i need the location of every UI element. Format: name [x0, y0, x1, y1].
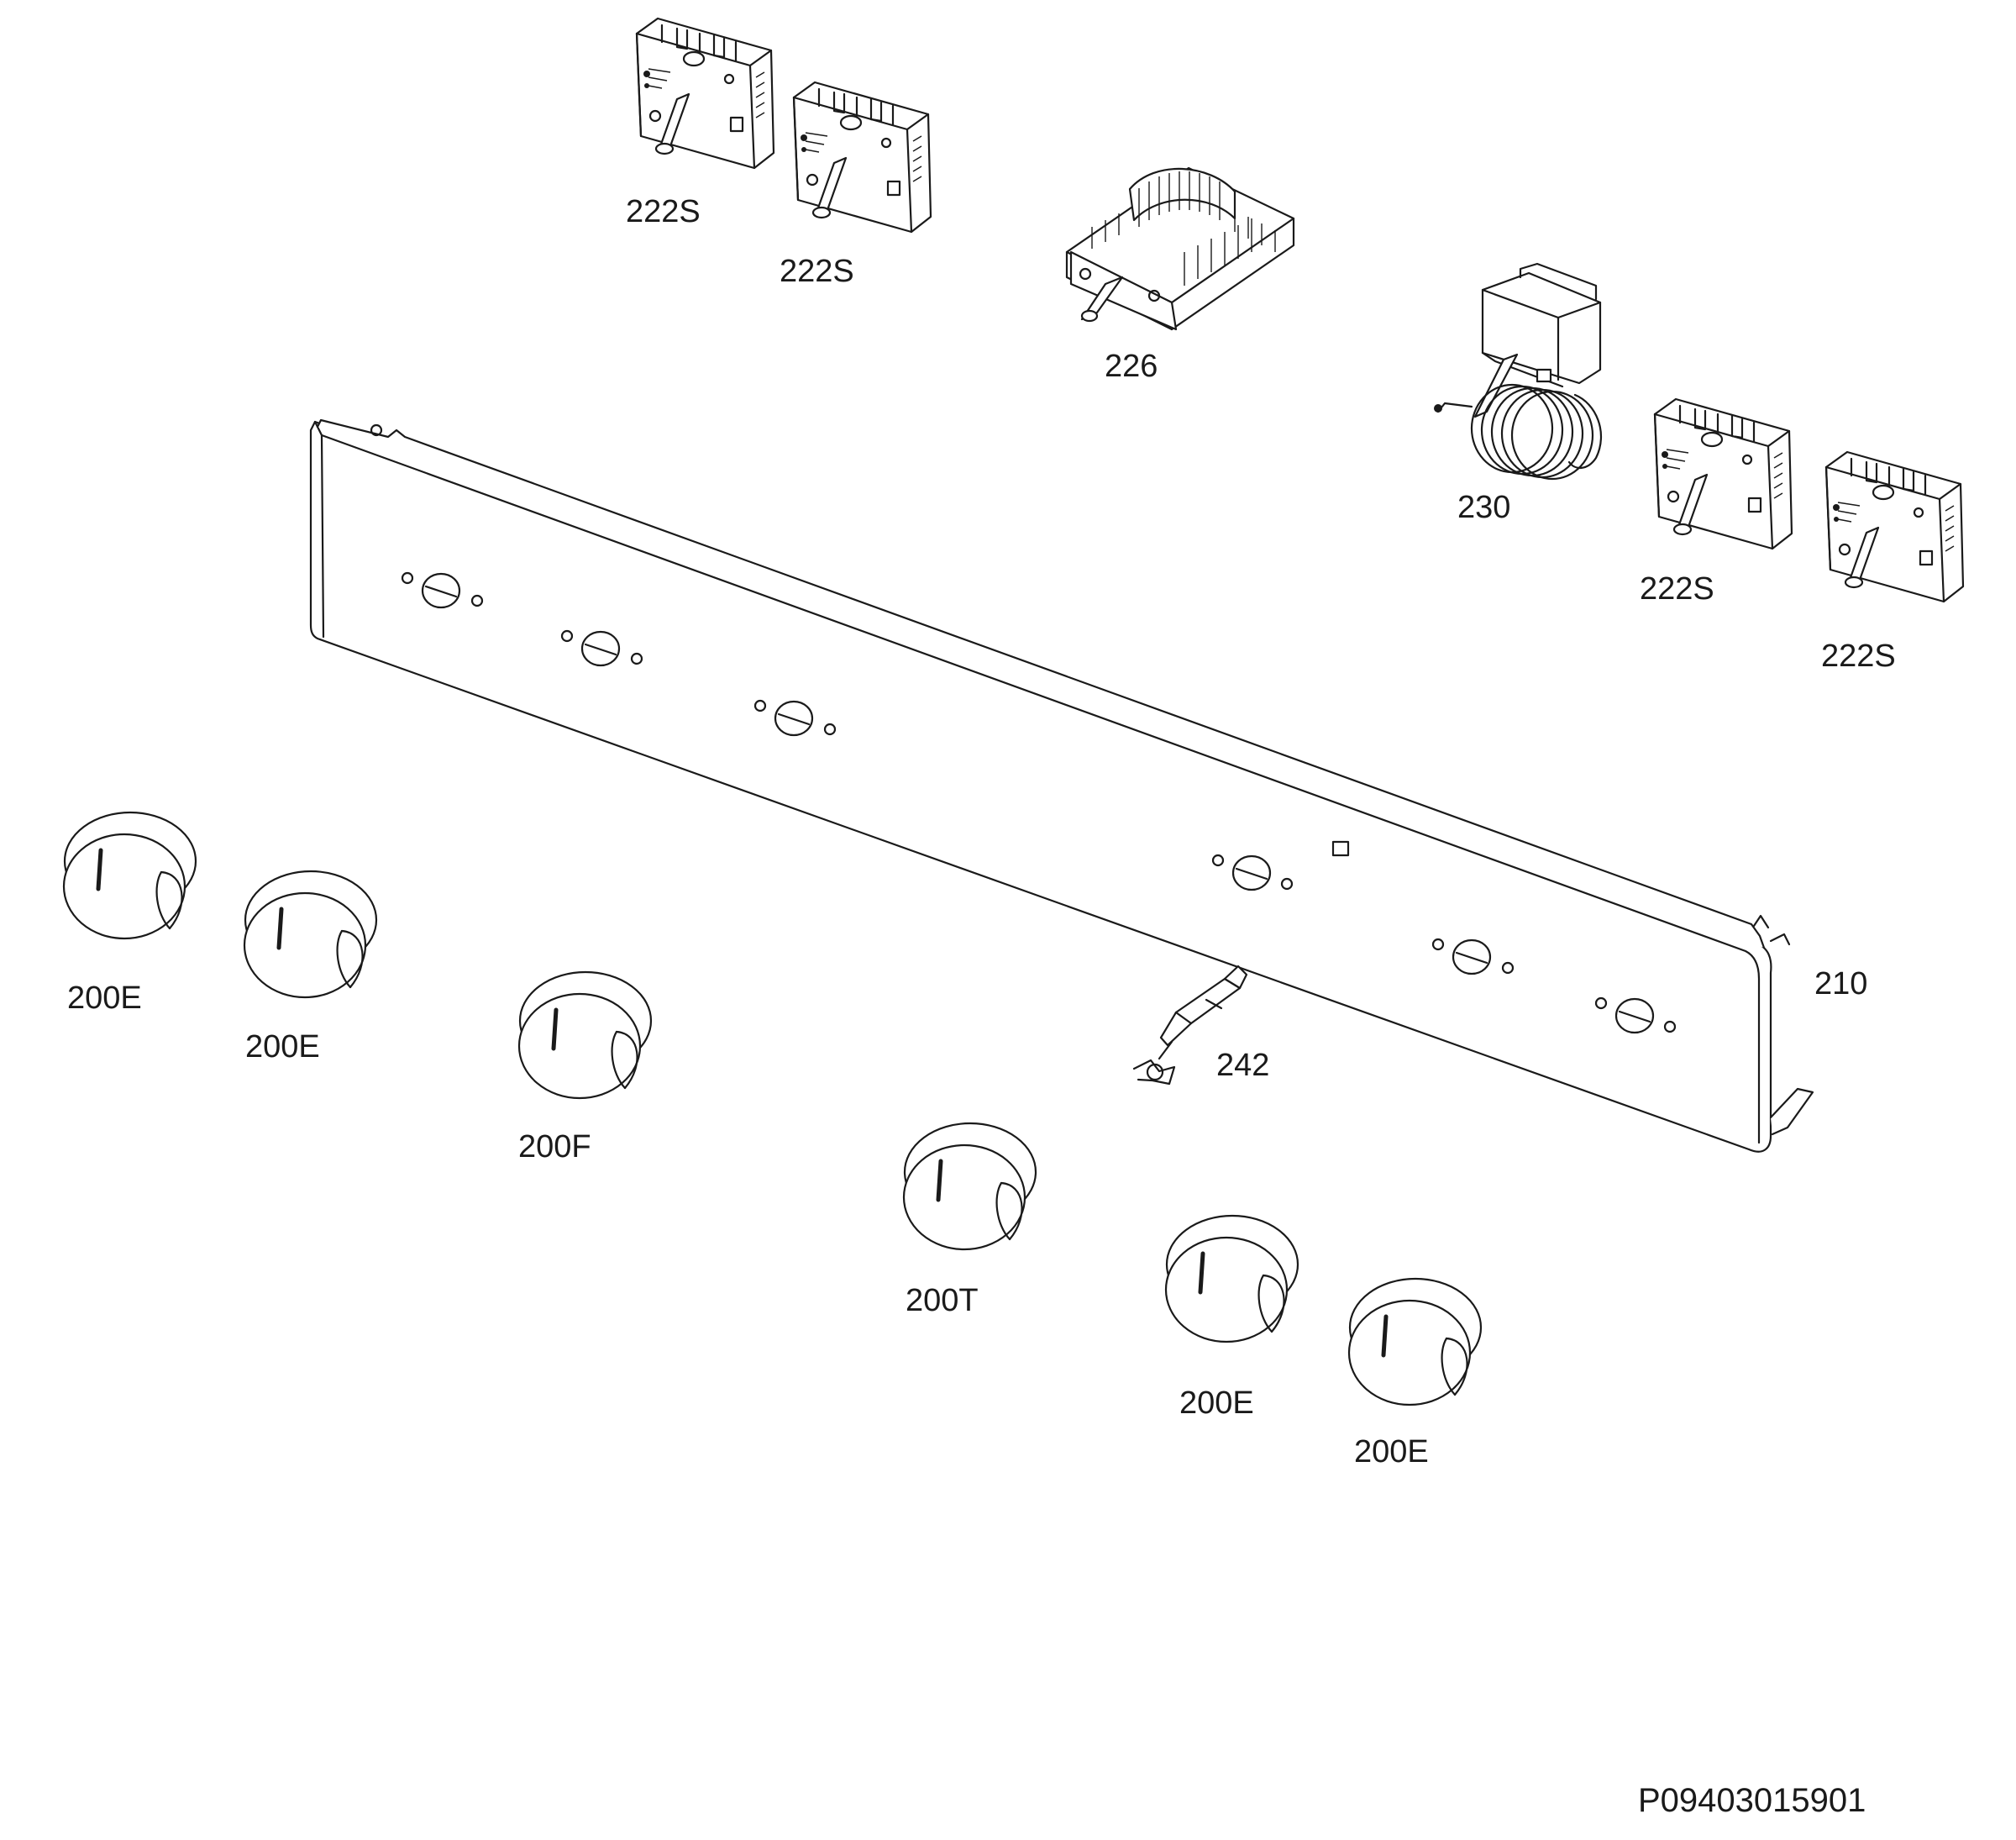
control-knob-2 [244, 871, 376, 997]
label-knob-2: 200E [245, 1029, 320, 1065]
label-knob-3: 200F [518, 1129, 591, 1164]
label-switch-1: 222S [626, 194, 701, 229]
control-knob-3 [519, 972, 651, 1098]
label-thermostat: 230 [1457, 490, 1510, 525]
panel-hole-4 [1211, 854, 1294, 891]
panel-lamp-window [1331, 840, 1350, 857]
label-switch-3: 222S [1640, 571, 1714, 607]
energy-regulator-switch-4 [1824, 450, 1965, 603]
selector-switch [1065, 166, 1295, 331]
label-panel: 210 [1814, 966, 1867, 1001]
label-knob-6: 200E [1354, 1434, 1429, 1469]
label-switch-4: 222S [1821, 639, 1896, 674]
energy-regulator-switch-2 [792, 81, 932, 234]
label-selector: 226 [1105, 349, 1158, 384]
control-panel [309, 418, 1814, 1153]
panel-hole-1 [401, 571, 484, 609]
control-knob-4 [904, 1123, 1036, 1249]
label-lamp: 242 [1216, 1048, 1269, 1083]
signal-lamp [1132, 965, 1248, 1086]
panel-hole-6 [1594, 996, 1677, 1034]
panel-hole-3 [753, 699, 837, 737]
energy-regulator-switch-1 [635, 17, 775, 170]
diagram-reference-number: P09403015901 [1638, 1782, 1866, 1819]
label-knob-4: 200T [906, 1283, 979, 1318]
control-knob-1 [64, 812, 196, 938]
control-knob-6 [1349, 1279, 1481, 1405]
energy-regulator-switch-3 [1653, 397, 1793, 550]
panel-hole-2 [560, 629, 643, 667]
panel-hole-5 [1431, 938, 1515, 975]
control-knob-5 [1166, 1216, 1298, 1342]
label-switch-2: 222S [780, 254, 854, 289]
thermostat [1434, 262, 1603, 481]
label-knob-5: 200E [1179, 1385, 1254, 1421]
label-knob-1: 200E [67, 980, 142, 1016]
